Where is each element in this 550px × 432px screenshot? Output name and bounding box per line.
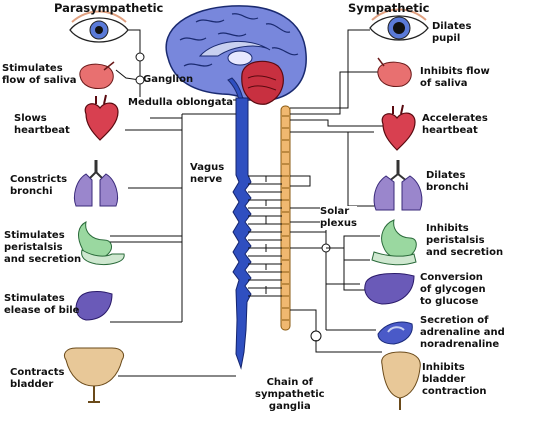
right-heart bbox=[381, 104, 416, 151]
right-liver bbox=[364, 273, 415, 305]
right-salivary-gland bbox=[377, 57, 412, 87]
left-bile-label: Stimulates elease of bile bbox=[4, 293, 80, 316]
left-bladder-label: Contracts bladder bbox=[10, 367, 65, 390]
left-salivary-gland bbox=[79, 61, 115, 89]
left-lungs bbox=[73, 160, 119, 207]
right-pupil-label: Dilates pupil bbox=[432, 21, 472, 44]
sympathetic-chain-label: Chain of sympathetic ganglia bbox=[255, 377, 325, 412]
right-bladder bbox=[381, 351, 421, 410]
left-eye bbox=[69, 10, 129, 43]
left-stomach bbox=[78, 221, 125, 265]
right-bladder-label: Inhibits bladder contraction bbox=[422, 362, 487, 397]
sympathetic-header: Sympathetic bbox=[348, 1, 430, 15]
right-eye bbox=[369, 8, 429, 41]
right-lungs bbox=[373, 160, 423, 211]
left-heart bbox=[84, 94, 119, 141]
left-saliva-label: Stimulates flow of saliva bbox=[2, 63, 77, 86]
ganglion-label: Ganglion bbox=[143, 74, 194, 85]
left-heart-label: Slows heartbeat bbox=[14, 113, 70, 136]
cerebellum bbox=[241, 60, 284, 105]
spinal-cord bbox=[232, 97, 252, 370]
medulla-oblongata-label: Medulla oblongata bbox=[128, 97, 233, 109]
left-liver bbox=[75, 291, 113, 321]
right-adrenaline-label: Secretion of adrenaline and noradrenalin… bbox=[420, 315, 505, 350]
sympathetic-chain bbox=[280, 105, 291, 331]
left-peristalsis-label: Stimulates peristalsis and secretion bbox=[4, 230, 82, 265]
right-saliva-label: Inhibits flow of saliva bbox=[420, 66, 490, 89]
right-stomach bbox=[371, 219, 417, 266]
right-peristalsis-label: Inhibits peristalsis and secretion bbox=[426, 223, 504, 258]
solar-plexus-label: Solar plexus bbox=[320, 206, 357, 230]
right-adrenal-gland bbox=[377, 321, 413, 345]
right-glycogen-label: Conversion of glycogen to glucose bbox=[420, 272, 486, 307]
left-bladder bbox=[63, 347, 125, 403]
left-bronchi-label: Constricts bronchi bbox=[10, 174, 68, 197]
right-bronchi-label: Dilates bronchi bbox=[426, 170, 469, 193]
vagus-nerve-label: Vagus nerve bbox=[190, 162, 225, 186]
parasympathetic-header: Parasympathetic bbox=[54, 1, 164, 15]
right-heart-label: Accelerates heartbeat bbox=[422, 113, 488, 136]
